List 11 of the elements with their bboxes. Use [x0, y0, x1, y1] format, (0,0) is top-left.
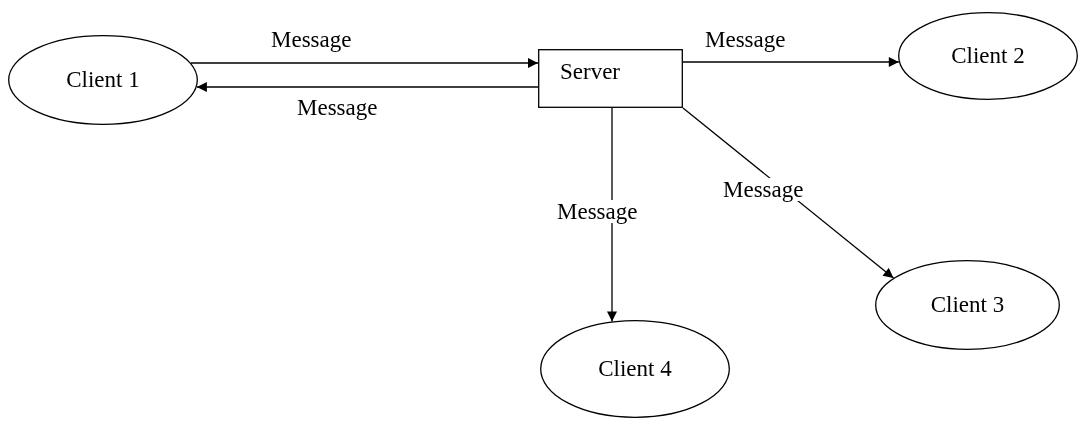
arrow — [682, 57, 900, 67]
arrow — [190, 58, 539, 68]
arrow — [607, 107, 617, 323]
node-label: Client 4 — [598, 356, 672, 382]
node-label: Server — [560, 59, 621, 85]
node-label: Client 1 — [66, 67, 140, 93]
edge-label: Message — [556, 200, 639, 223]
node-label: Client 2 — [951, 43, 1025, 69]
edge-label: Message — [722, 178, 805, 201]
node-label: Client 3 — [930, 292, 1005, 318]
arrow — [196, 82, 539, 92]
